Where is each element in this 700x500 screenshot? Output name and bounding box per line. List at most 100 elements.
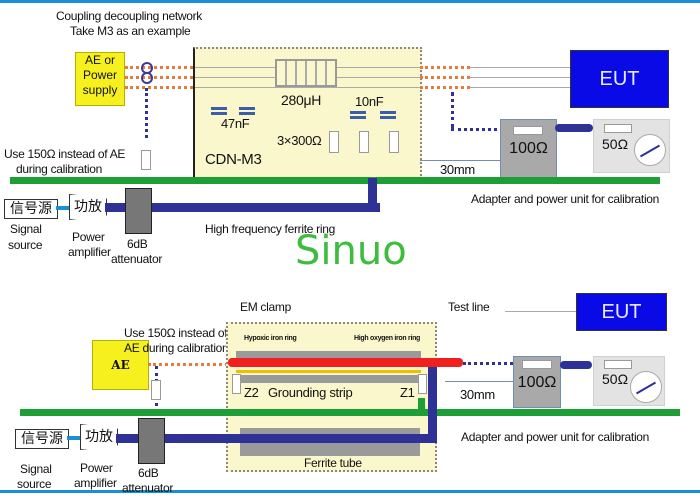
z2-label: Z2: [244, 385, 259, 400]
hf-cable-riser: [428, 367, 437, 443]
signal-source-label-2: source: [8, 238, 43, 252]
adapter-label: Adapter and power unit for calibration: [461, 430, 650, 444]
distance-label: 30mm: [440, 162, 475, 177]
cdn-line-3: [195, 87, 420, 88]
power-amp-label-2: amplifier: [74, 476, 117, 490]
z2-impedance-icon: [232, 374, 241, 394]
power-meter-box: 50Ω: [593, 356, 665, 406]
resistor-icon: [522, 360, 552, 369]
resistor-150-icon: [151, 380, 161, 400]
calibration-note-1: Use 150Ω instead of AE: [4, 147, 126, 161]
ground-plane: [20, 409, 680, 416]
cdn-m3-box: 280μH 47nF 10nF 3×300Ω CDN-M3: [193, 47, 422, 179]
resistor-50-label: 50Ω: [602, 371, 629, 387]
meter-needle: [639, 144, 661, 158]
cdn-title: Coupling decoupling network: [56, 9, 203, 23]
hf-cable-riser: [368, 178, 377, 212]
signal-source-box: 信号源: [4, 199, 58, 219]
resistor-50-label: 50Ω: [602, 136, 629, 152]
attenuator-box: [125, 188, 152, 234]
resistor-icon: [604, 124, 632, 133]
high-oxygen-ring-label: High oxygen iron ring: [354, 335, 421, 342]
ae-box: AE: [92, 340, 149, 390]
capacitor-icon: [350, 111, 366, 114]
capacitor-icon: [239, 107, 255, 110]
coax-adapter: [560, 361, 592, 369]
resistor-icon: [389, 131, 399, 153]
ground-plane: [10, 177, 660, 184]
calibration-note-1: Use 150Ω instead of: [124, 326, 228, 340]
power-line-1: [125, 66, 193, 69]
adapter-lead-h: [451, 128, 503, 131]
power-amplifier-box: 功放: [69, 194, 107, 220]
bottom-border: [0, 490, 700, 493]
distance-arrow: [445, 381, 513, 382]
ae-line-3: supply: [82, 83, 118, 97]
resistor-100-label: 100Ω: [509, 140, 548, 157]
ae-line: [148, 363, 228, 366]
eut-line-2: [420, 76, 470, 79]
eut-wire: [470, 87, 570, 88]
test-line-pointer: [505, 311, 577, 312]
top-border: [0, 0, 700, 3]
signal-source-label-1: Signal: [10, 222, 42, 236]
adapter-lead: [451, 92, 454, 128]
distance-arrow: [420, 160, 500, 161]
test-line-cable: [228, 358, 463, 367]
capacitor-icon: [211, 107, 227, 110]
grounding-strip-upper: [236, 370, 421, 373]
inductor-label: 280μH: [281, 92, 322, 108]
hf-cable: [105, 203, 380, 212]
ferrite-ring-icon: [141, 72, 153, 84]
meter-gauge-icon: [630, 371, 662, 403]
grounding-strip-label: Grounding strip: [268, 385, 353, 400]
resistor-100-label: 100Ω: [517, 374, 557, 391]
ferrite-tube-label: Ferrite tube: [304, 456, 362, 470]
cap-10nf-label: 10nF: [355, 94, 384, 109]
em-clamp-box: Hypoxic iron ring High oxygen iron ring …: [226, 322, 437, 472]
attenuator-label-2: attenuator: [111, 252, 163, 266]
resistors-label: 3×300Ω: [277, 133, 322, 148]
coax-adapter: [555, 124, 593, 132]
ae-line-1: AE or: [84, 53, 115, 67]
power-amp-label-1: Power: [80, 461, 113, 475]
ae-power-supply-box: AE or Power supply: [75, 52, 125, 106]
hypoxic-ring-label: Hypoxic iron ring: [244, 335, 297, 342]
calibration-lead: [145, 88, 148, 138]
power-line-2: [125, 76, 193, 79]
resistor-icon: [513, 126, 543, 135]
resistor-100-box: 100Ω: [500, 119, 557, 178]
calibration-note-2: during calibration: [16, 162, 102, 176]
resistor-150-icon: [141, 150, 151, 170]
test-line-extension: [463, 362, 513, 365]
attenuator-label-2: attenuator: [122, 481, 174, 495]
hf-cable: [116, 434, 436, 443]
meter-needle: [635, 381, 657, 395]
signal-source-box: 信号源: [15, 429, 69, 449]
adapter-label: Adapter and power unit for calibration: [471, 192, 660, 206]
power-amplifier-box: 功放: [80, 424, 118, 450]
em-clamp-label: EM clamp: [240, 300, 291, 314]
z1-label: Z1: [400, 385, 415, 400]
eut-wire: [470, 77, 570, 78]
signal-cable: [56, 206, 70, 210]
eut-line-1: [420, 66, 470, 69]
attenuator-label-1: 6dB: [127, 237, 148, 251]
ae-line-2: Power: [82, 68, 117, 82]
resistor-icon: [329, 131, 339, 153]
resistor-icon: [604, 360, 632, 369]
attenuator-box: [138, 418, 165, 464]
ground-strap: [418, 398, 425, 410]
cdn-subtitle: Take M3 as an example: [70, 24, 191, 38]
eut-box: EUT: [570, 50, 669, 108]
eut-wire: [470, 67, 570, 68]
watermark: Sinuo: [295, 228, 407, 274]
upper-ferrite-rings: [236, 351, 421, 359]
signal-source-label-1: Signal: [20, 462, 52, 476]
power-line-3: [125, 86, 193, 89]
z1-impedance-icon: [418, 374, 427, 394]
eut-line-3: [420, 86, 470, 89]
calibration-note-2: AE during calibration: [124, 341, 229, 355]
capacitor-icon: [380, 111, 396, 114]
power-meter-box: 50Ω: [593, 119, 670, 173]
